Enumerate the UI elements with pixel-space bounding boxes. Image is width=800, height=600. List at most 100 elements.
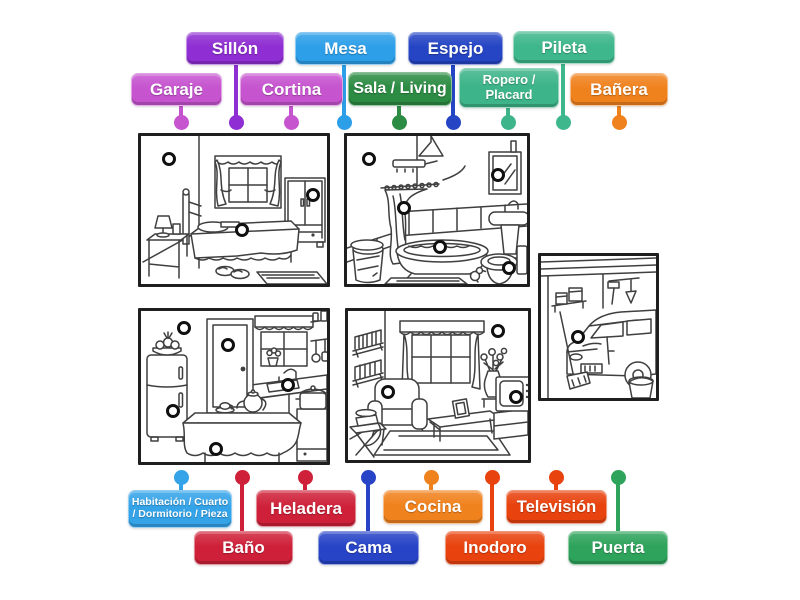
label-sillon[interactable]: Sillón — [186, 32, 284, 65]
label-garaje[interactable]: Garaje — [131, 73, 222, 106]
label-banera[interactable]: Bañera — [570, 73, 668, 106]
target-marker-bathroom-5[interactable] — [502, 261, 516, 275]
pin-stem-puerta — [616, 477, 620, 535]
label-pileta[interactable]: Pileta — [513, 31, 615, 64]
pin-dot-garaje[interactable] — [173, 114, 189, 130]
label-ropero-placard[interactable]: Ropero /Placard — [459, 68, 559, 108]
garage-scene — [538, 253, 659, 401]
telephone-table-icon — [349, 408, 387, 458]
pin-stem-banera — [617, 102, 621, 122]
label-cortina[interactable]: Cortina — [240, 73, 343, 106]
label-puerta[interactable]: Puerta — [568, 531, 668, 565]
bedroom-drawing — [142, 136, 327, 284]
pin-dot-cama[interactable] — [360, 469, 376, 485]
duck-icon — [469, 266, 487, 282]
broom-icon — [559, 311, 591, 390]
label-cocina[interactable]: Cocina — [383, 490, 483, 524]
label-text: Ropero / — [482, 72, 536, 88]
label-text: Garaje — [150, 79, 203, 99]
target-marker-living-room-1[interactable] — [491, 324, 505, 338]
target-marker-garage-1[interactable] — [571, 330, 585, 344]
shelf-bottles-icon — [310, 311, 327, 363]
living-window-icon — [399, 320, 485, 390]
pin-dot-mesa[interactable] — [336, 114, 352, 130]
label-mesa[interactable]: Mesa — [295, 32, 396, 65]
pin-dot-cocina[interactable] — [423, 469, 439, 485]
tools-icon — [607, 277, 640, 305]
pin-dot-inodoro[interactable] — [484, 469, 500, 485]
garage-door-frame — [541, 257, 656, 398]
pin-dot-bano[interactable] — [234, 469, 250, 485]
shower-icon — [392, 136, 466, 185]
target-marker-living-room-2[interactable] — [381, 385, 395, 399]
label-inodoro[interactable]: Inodoro — [445, 531, 545, 565]
target-marker-bedroom-3[interactable] — [235, 223, 249, 237]
pin-dot-banera[interactable] — [611, 114, 627, 130]
bath-rug-icon — [384, 277, 468, 284]
label-bano[interactable]: Baño — [194, 531, 293, 565]
label-text: Baño — [222, 538, 265, 558]
label-text: Placard — [485, 87, 533, 102]
target-marker-bathroom-4[interactable] — [433, 240, 447, 254]
pin-stem-heladera — [303, 477, 307, 494]
label-text: / Dormitorio / Pieza — [132, 508, 228, 520]
pin-stem-cocina — [429, 477, 433, 494]
pin-stem-television — [554, 477, 558, 494]
bed-icon — [182, 188, 300, 269]
pin-dot-espejo[interactable] — [445, 114, 461, 130]
pin-stem-espejo — [451, 61, 455, 122]
target-marker-kitchen-5[interactable] — [209, 442, 223, 456]
label-text: Puerta — [591, 538, 645, 558]
label-text: Cortina — [261, 79, 322, 99]
label-espejo[interactable]: Espejo — [408, 32, 503, 65]
pin-dot-sala-living[interactable] — [391, 114, 407, 130]
target-marker-bathroom-2[interactable] — [491, 168, 505, 182]
bedroom-scene — [138, 133, 330, 287]
target-marker-kitchen-3[interactable] — [281, 378, 295, 392]
target-marker-kitchen-2[interactable] — [221, 338, 235, 352]
target-marker-bedroom-1[interactable] — [162, 152, 176, 166]
kitchen-drawing — [146, 311, 327, 462]
kitchen-window-icon — [254, 315, 314, 367]
window-icon — [214, 155, 282, 209]
target-marker-living-room-3[interactable] — [509, 390, 523, 404]
label-text: Televisión — [516, 497, 597, 516]
pin-dot-heladera[interactable] — [297, 469, 313, 485]
label-text: Sala / Living — [353, 80, 447, 98]
label-habitacion[interactable]: Habitación / Cuarto/ Dormitorio / Pieza — [128, 490, 232, 528]
garage-drawing — [541, 257, 656, 398]
target-marker-kitchen-4[interactable] — [166, 404, 180, 418]
fridge-icon — [146, 331, 188, 442]
target-marker-kitchen-1[interactable] — [177, 321, 191, 335]
label-text: Habitación / Cuarto — [131, 496, 229, 509]
pin-dot-habitacion[interactable] — [173, 469, 189, 485]
pin-dot-puerta[interactable] — [610, 469, 626, 485]
label-text: Cama — [345, 538, 392, 558]
tv-icon — [493, 376, 528, 440]
pin-dot-television[interactable] — [548, 469, 564, 485]
bucket-icon — [628, 376, 654, 398]
label-television[interactable]: Televisión — [506, 490, 607, 524]
nightstand-icon — [146, 215, 190, 279]
pin-stem-cama — [366, 477, 370, 535]
target-marker-bedroom-2[interactable] — [306, 188, 320, 202]
label-sala-living[interactable]: Sala / Living — [348, 72, 452, 106]
rug-icon — [256, 271, 327, 284]
stove-pot-icon — [295, 385, 327, 462]
label-text: Espejo — [427, 38, 484, 58]
target-marker-bathroom-1[interactable] — [362, 152, 376, 166]
pin-stem-garaje — [179, 102, 183, 122]
label-cama[interactable]: Cama — [318, 531, 419, 565]
pin-dot-ropero-placard[interactable] — [500, 114, 516, 130]
pin-dot-pileta[interactable] — [555, 114, 571, 130]
pin-dot-sillon[interactable] — [228, 114, 244, 130]
target-marker-bathroom-3[interactable] — [397, 201, 411, 215]
label-heladera[interactable]: Heladera — [256, 490, 356, 527]
label-text: Mesa — [324, 38, 367, 58]
bookshelf-icon — [352, 329, 384, 388]
laundry-basket-icon — [350, 239, 384, 284]
rug-icon — [373, 430, 511, 456]
pin-stem-sillon — [234, 61, 238, 122]
label-text: Heladera — [270, 498, 342, 518]
pin-dot-cortina[interactable] — [283, 114, 299, 130]
